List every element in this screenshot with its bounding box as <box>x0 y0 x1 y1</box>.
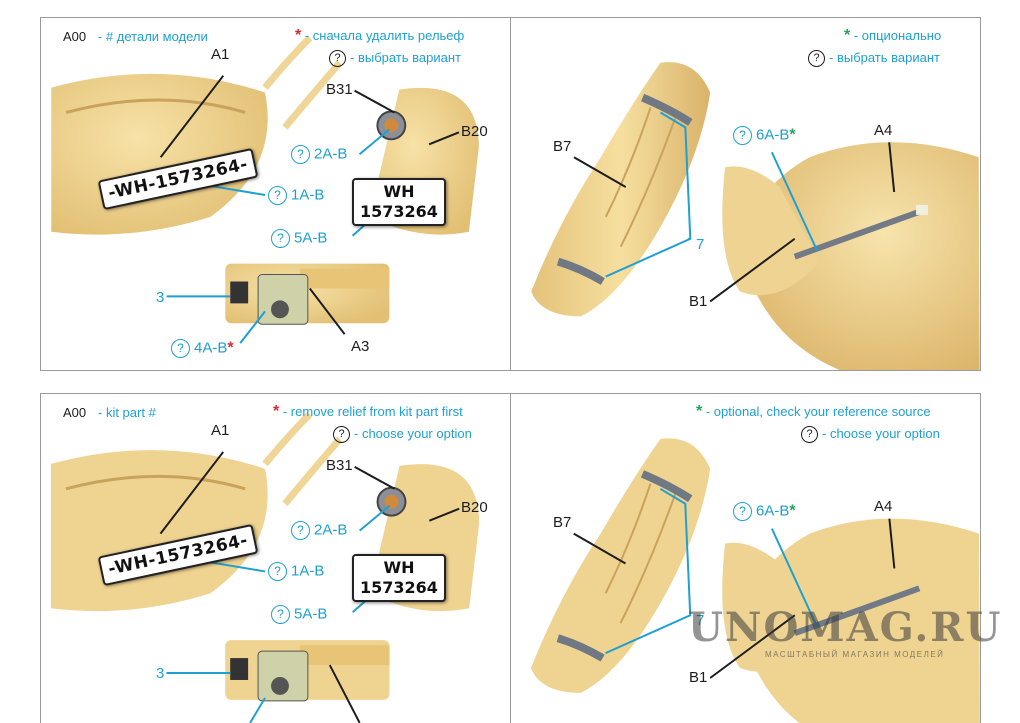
red-asterisk-icon: * <box>227 339 234 357</box>
callout-2ab: ?2A-B <box>291 521 347 540</box>
part-label-b20: B20 <box>461 123 488 140</box>
question-icon: ? <box>733 502 752 521</box>
panel-bottom-right-en: * - optional, check your reference sourc… <box>510 393 981 723</box>
question-icon: ? <box>801 426 818 444</box>
question-icon: ? <box>271 605 290 624</box>
callout-7: 7 <box>696 612 705 629</box>
header-remove-relief: * - remove relief from kit part first <box>273 403 463 421</box>
question-icon: ? <box>291 521 310 540</box>
header-kit-part: - kit part # <box>98 405 156 420</box>
plate-line-2: 1573264 <box>360 202 438 221</box>
callout-6ab: ?6A-B* <box>733 502 796 521</box>
callout-5ab-text: 5A-B <box>294 605 328 623</box>
plate-line-2: 1573264 <box>360 578 438 597</box>
header-kit-part: - # детали модели <box>98 29 208 44</box>
header-optional: * - optional, check your reference sourc… <box>696 403 931 421</box>
question-icon: ? <box>808 50 825 68</box>
part-label-a4: A4 <box>874 122 893 139</box>
license-plate-square: WH 1573264 <box>352 178 446 226</box>
strap-top <box>641 93 693 126</box>
callout-2ab-text: 2A-B <box>314 521 348 539</box>
callout-2ab: ?2A-B <box>291 145 347 164</box>
watermark-subtitle: МАСШТАБНЫЙ МАГАЗИН МОДЕЛЕЙ <box>765 650 945 659</box>
callout-4ab-text: 4A-B <box>194 339 228 357</box>
plate-line-1: WH <box>383 182 415 201</box>
green-asterisk-icon: * <box>844 27 851 44</box>
part-label-a3: A3 <box>351 338 370 355</box>
part-label-a4: A4 <box>874 498 893 515</box>
question-icon: ? <box>333 426 350 444</box>
header-optional-text: - optional, check your reference source <box>705 404 931 419</box>
part-label-b1: B1 <box>689 669 708 686</box>
header-choose-option-text: - choose your option <box>354 426 472 441</box>
question-icon: ? <box>291 145 310 164</box>
part-label-b31: B31 <box>326 457 353 474</box>
callout-6ab-text: 6A-B <box>756 126 790 144</box>
red-asterisk-icon: * <box>295 27 302 44</box>
panel-top-left-ru: A00 - # детали модели * - сначала удалит… <box>40 17 511 371</box>
question-icon: ? <box>268 562 287 581</box>
part-b1-bracket <box>722 166 820 296</box>
callout-1ab-text: 1A-B <box>291 186 325 204</box>
question-icon: ? <box>733 126 752 145</box>
part-label-a1: A1 <box>211 46 230 63</box>
part-label-b7: B7 <box>553 138 572 155</box>
part-label-b7: B7 <box>553 514 572 531</box>
green-asterisk-icon: * <box>696 403 703 420</box>
part-label-b31: B31 <box>326 81 353 98</box>
callout-3: 3 <box>156 665 165 682</box>
callout-1ab: ?1A-B <box>268 186 324 205</box>
callout-4ab: ?4A-B* <box>171 339 234 358</box>
header-choose-option-text: - choose your option <box>822 426 940 441</box>
callout-6ab: ?6A-B* <box>733 126 796 145</box>
part-label-b20: B20 <box>461 499 488 516</box>
strap-top <box>640 470 693 503</box>
plate-line-1: WH <box>383 558 415 577</box>
header-remove-relief-text: - сначала удалить рельеф <box>304 28 465 43</box>
header-choose-option-text: - выбрать вариант <box>829 50 940 65</box>
callout-5ab: ?5A-B <box>271 229 327 248</box>
callout-5ab: ?5A-B <box>271 605 327 624</box>
header-choose-option: ? - choose your option <box>333 426 472 444</box>
license-plate-square: WH 1573264 <box>352 554 446 602</box>
strap-bottom <box>556 634 605 662</box>
watermark-logo: UNOMAG.RU <box>688 604 1003 651</box>
part-b7-roll <box>531 62 711 317</box>
resin-parts-illustration <box>531 62 980 370</box>
question-icon: ? <box>268 186 287 205</box>
part-label-a1: A1 <box>211 422 230 439</box>
part-label-b1: B1 <box>689 293 708 310</box>
header-remove-relief-text: - remove relief from kit part first <box>282 404 463 419</box>
callout-1ab-text: 1A-B <box>291 562 325 580</box>
kit-code: A00 <box>63 405 87 420</box>
callout-7: 7 <box>696 236 705 253</box>
green-asterisk-icon: * <box>789 126 796 144</box>
callout-2ab-text: 2A-B <box>314 145 348 163</box>
part-a4-fender <box>740 142 980 370</box>
question-icon: ? <box>271 229 290 248</box>
header-remove-relief: * - сначала удалить рельеф <box>295 27 464 45</box>
part-a4-fender <box>740 518 980 723</box>
header-choose-option: ? - choose your option <box>801 426 940 444</box>
part-b1-bracket <box>722 542 820 672</box>
callout-1ab: ?1A-B <box>268 562 324 581</box>
kit-code: A00 <box>63 29 87 44</box>
question-icon: ? <box>171 339 190 358</box>
green-asterisk-icon: * <box>789 502 796 520</box>
panel-top-right-ru: * - опционально ? - выбрать вариант B7 A4… <box>510 17 981 371</box>
header-choose-option-text: - выбрать вариант <box>350 50 461 65</box>
header-choose-option: ? - выбрать вариант <box>808 50 940 68</box>
red-asterisk-icon: * <box>273 403 280 420</box>
part-b7-roll <box>530 438 711 693</box>
question-icon: ? <box>329 50 346 68</box>
panel-bottom-left-en: A00 - kit part # * - remove relief from … <box>40 393 511 723</box>
callout-5ab-text: 5A-B <box>294 229 328 247</box>
resin-parts-illustration <box>530 438 980 723</box>
header-optional-text: - опционально <box>853 28 942 43</box>
header-choose-option: ? - выбрать вариант <box>329 50 461 68</box>
header-optional: * - опционально <box>844 27 941 45</box>
callout-3: 3 <box>156 289 165 306</box>
callout-6ab-text: 6A-B <box>756 502 790 520</box>
strap-bottom <box>556 257 605 285</box>
